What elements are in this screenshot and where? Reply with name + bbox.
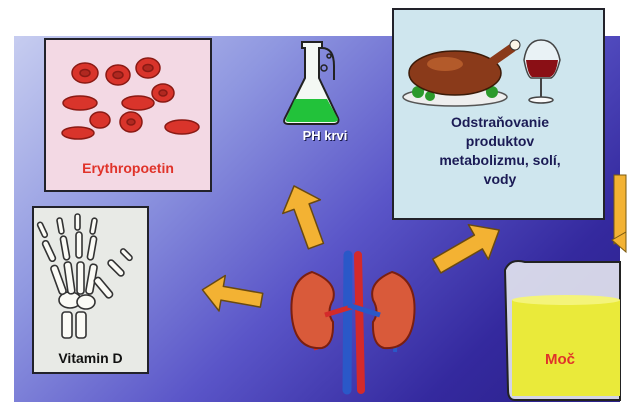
- arrow-to-metabolism-icon: [427, 213, 509, 284]
- arrow-to-vitamin-d-icon: [199, 272, 264, 318]
- arrow-to-ph-icon: [275, 179, 334, 253]
